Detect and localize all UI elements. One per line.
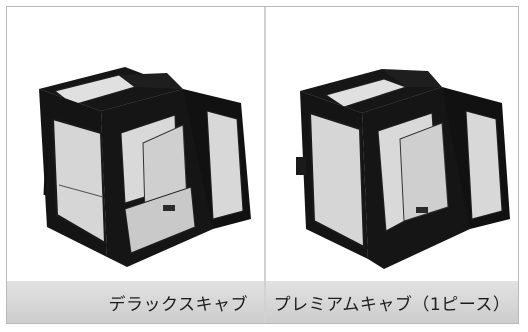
deluxe-caption-bar: デラックスキャブ: [7, 281, 264, 323]
panel-divider: [264, 7, 266, 323]
premium-cab-illustration: [296, 69, 510, 269]
deluxe-cab-panel: デラックスキャブ: [7, 7, 264, 323]
deluxe-cab-illustration: [39, 67, 251, 267]
premium-cab-panel: プレミアムキャブ（1ピース）: [266, 7, 518, 323]
cab-comparison-figure: デラックスキャブ プレミアムキャブ（1ピース）: [6, 6, 519, 324]
premium-caption-bar: プレミアムキャブ（1ピース）: [266, 281, 518, 323]
deluxe-cab-caption: デラックスキャブ: [108, 294, 248, 315]
premium-cab-caption: プレミアムキャブ（1ピース）: [273, 294, 511, 315]
